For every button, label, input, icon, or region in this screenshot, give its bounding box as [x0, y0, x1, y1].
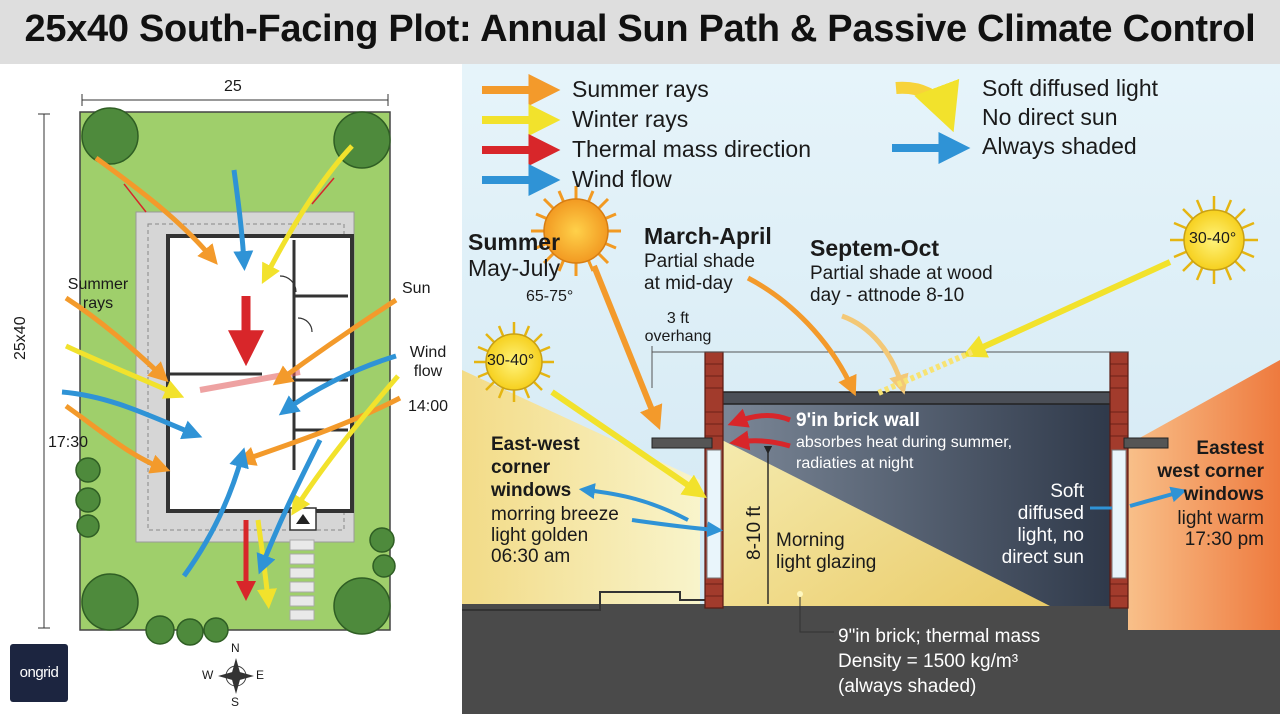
building-section	[462, 64, 1280, 714]
sept-oct-title: Septem-Oct	[810, 235, 940, 261]
march-april-title: March-April	[644, 223, 772, 249]
east-window-line-2: light golden	[491, 525, 589, 546]
floor-note-line-2: Density = 1500 kg/m³	[838, 651, 1019, 672]
low-sun-left	[474, 322, 554, 402]
ground	[462, 586, 1280, 714]
east-window-title-2: corner	[491, 457, 551, 478]
plan-wind-label-1: Wind	[409, 344, 447, 361]
summer-sun	[531, 186, 621, 276]
plan-summer-rays-label-2: rays	[82, 295, 114, 312]
legend-thermal-mass: Thermal mass direction	[572, 136, 812, 162]
compass-rose	[218, 658, 254, 694]
plan-wind-label-2: flow	[413, 363, 443, 380]
plan-wind-arrows	[61, 169, 397, 578]
summer-label-2: May-July	[468, 255, 561, 281]
brick-wall-line-1: absorbes heat during summer,	[796, 434, 1013, 451]
front-steps	[289, 539, 315, 621]
soft-light-line-2: diffused	[1017, 503, 1084, 524]
east-window-line-1: morring breeze	[491, 504, 619, 525]
west-window-line-1: light warm	[1177, 508, 1264, 529]
east-window-line-3: 06:30 am	[491, 546, 571, 567]
plan-time-1730: 17:30	[48, 434, 89, 451]
low-sun-left-angle: 30-40°	[487, 352, 535, 369]
right-overhang	[1123, 437, 1169, 449]
west-window-line-2: 17:30 pm	[1184, 529, 1264, 550]
soft-light-line-1: Soft	[1050, 481, 1084, 502]
legend-always-shaded: Always shaded	[982, 133, 1137, 159]
west-glow	[1118, 360, 1280, 630]
section-rays	[550, 259, 1187, 538]
floor-note-line-3: (always shaded)	[838, 676, 977, 697]
floor-note-line-1: 9"in brick; thermal mass	[838, 626, 1041, 647]
plan-summer-rays	[64, 155, 402, 474]
title-bar	[0, 0, 1280, 64]
roof-slab	[711, 391, 1119, 405]
legend-no-direct-sun: No direct sun	[982, 104, 1118, 130]
plot-height-label: 25x40	[12, 316, 29, 360]
overhang-label-2: overhang	[644, 328, 712, 345]
west-window-title-2: west corner	[1157, 461, 1264, 482]
legend-wind-flow: Wind flow	[572, 166, 672, 192]
east-window-title-1: East-west	[491, 434, 580, 455]
page-title: 25x40 South-Facing Plot: Annual Sun Path…	[24, 8, 1256, 50]
left-overhang	[651, 437, 713, 449]
soft-light-line-4: direct sun	[1001, 547, 1084, 568]
west-window-title-1: Eastest	[1196, 438, 1264, 459]
low-sun-right	[1170, 196, 1258, 284]
east-window	[706, 449, 722, 579]
low-sun-right-angle: 30-40°	[1189, 230, 1237, 247]
soft-light-line-3: light, no	[1017, 525, 1084, 546]
sept-oct-line-2: day - attnode 8-10	[810, 285, 965, 306]
site-plan	[38, 94, 402, 694]
west-window-title-3: windows	[1183, 484, 1264, 505]
plan-summer-rays-label-1: Summer	[67, 276, 129, 293]
legend-soft-light: Soft diffused light	[982, 75, 1159, 101]
legend-arrows	[482, 74, 971, 196]
west-window	[1111, 449, 1127, 579]
compass-east: E	[256, 668, 265, 682]
sept-oct-line-1: Partial shade at wood	[810, 263, 993, 284]
compass-north: N	[231, 641, 240, 655]
legend-summer-rays: Summer rays	[572, 76, 709, 102]
east-window-title-3: windows	[491, 480, 572, 501]
plan-winter-rays	[64, 144, 400, 609]
morning-glazing-line-2: light glazing	[776, 552, 877, 573]
summer-angle: 65-75°	[526, 288, 574, 305]
march-april-line-1: Partial shade	[644, 251, 755, 272]
plot-width-label: 25	[224, 78, 242, 95]
legend-winter-rays: Winter rays	[572, 106, 689, 132]
floor-leader	[799, 596, 834, 633]
morning-glazing-line-1: Morning	[776, 530, 845, 551]
compass-west: W	[202, 668, 214, 682]
brick-wall-line-2: radiaties at night	[796, 455, 914, 472]
march-april-line-2: at mid-day	[644, 273, 733, 294]
room-height-label: 8-10 ft	[744, 506, 765, 560]
summer-label-1: Summer	[468, 229, 561, 255]
overhang-label-1: 3 ft	[666, 310, 690, 327]
plan-sun-label: Sun	[402, 280, 431, 297]
trees	[75, 107, 396, 646]
light-wedge	[722, 440, 1050, 606]
plan-time-1400: 14:00	[408, 398, 449, 415]
brick-wall-title: 9'in brick wall	[796, 410, 920, 431]
ongrid-logo: ongrid	[10, 644, 68, 702]
compass-south: S	[231, 695, 240, 709]
